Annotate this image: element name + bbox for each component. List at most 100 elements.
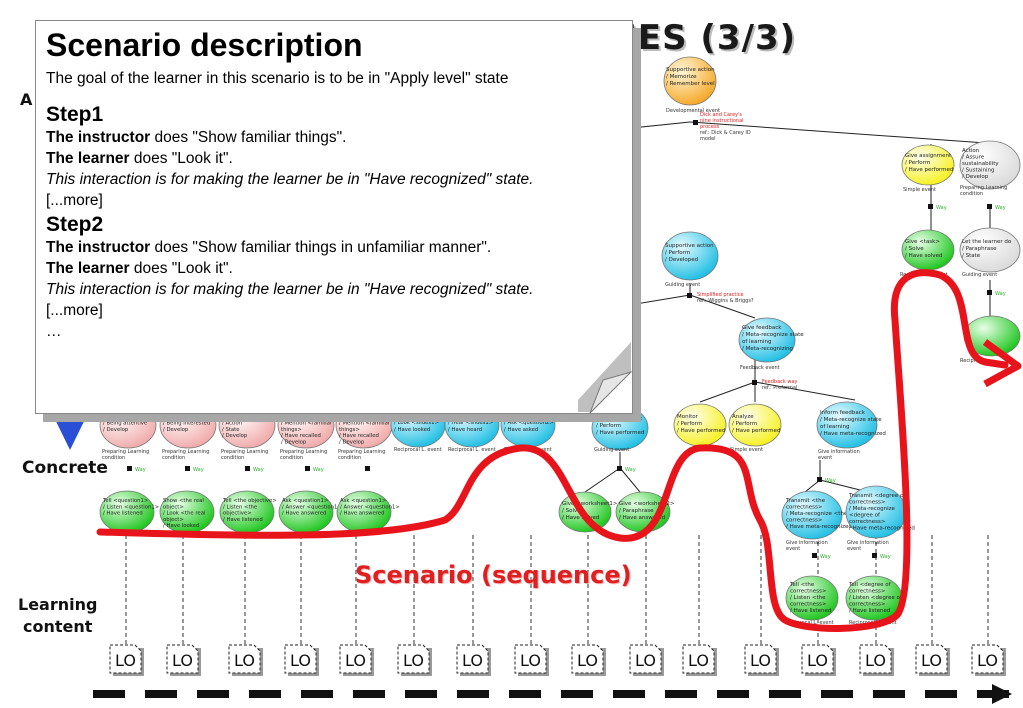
node-let-learner[interactable]: Let the learner do/ Paraphrase/ State Gu… (959, 227, 1021, 278)
svg-text:Way: Way (135, 467, 146, 473)
svg-text:Answer <question2>/ Ask <quest: Answer <question2>/ Ask <question2>/ Hav… (504, 413, 560, 433)
lo-box-14[interactable]: LO (859, 644, 894, 676)
svg-text:Show <slides1>/ Look <slides1>: Show <slides1>/ Look <slides1>/ Have loo… (394, 413, 439, 433)
simplified-practice-reference: Simplified practice ref.: Wiggins & Brig… (697, 292, 754, 304)
lo-box-11[interactable]: LO (682, 644, 717, 676)
svg-text:Supportive action/ Memorize/ R: Supportive action/ Memorize/ Remember le… (666, 67, 715, 87)
svg-text:Tell <the objective>/ Listen <: Tell <the objective>/ Listen <theobjecti… (222, 498, 277, 523)
lo-box-15[interactable]: LO (915, 644, 950, 676)
svg-text:Simple event: Simple event (903, 187, 936, 193)
scenario-arrowhead (982, 339, 1022, 388)
lo-box-5[interactable]: LO (339, 644, 374, 676)
node-give-assignment-mid[interactable]: Give assignment/ Perform/ Have performed… (591, 405, 649, 453)
svg-text:Way: Way (936, 205, 947, 211)
svg-text:Way: Way (820, 554, 831, 560)
step2-more-link[interactable]: [...more] (46, 302, 103, 319)
node-give-assignment-top[interactable]: Give assignment/ Perform/ Have performed… (901, 144, 955, 193)
svg-text:Reciprocal L. event: Reciprocal L. event (448, 447, 496, 453)
lo-box-7[interactable]: LO (456, 644, 491, 676)
svg-text:LO: LO (462, 651, 483, 670)
svg-text:LO: LO (520, 651, 541, 670)
svg-text:Tell <question1>/ Listen <ques: Tell <question1>/ Listen <question1>/ Ha… (102, 498, 159, 517)
svg-text:Reciprocal L. event: Reciprocal L. event (786, 620, 834, 626)
svg-text:LO: LO (807, 651, 828, 670)
svg-text:Feedback event: Feedback event (740, 365, 780, 371)
svg-text:Give assignment/ Perform/ Have: Give assignment/ Perform/ Have performed (905, 153, 953, 173)
node-supportive-memorize[interactable]: Supportive action/ Memorize/ Remember le… (663, 56, 720, 114)
lo-box-4[interactable]: LO (284, 644, 319, 676)
scenario-path (96, 269, 1009, 632)
lo-box-6[interactable]: LO (397, 644, 432, 676)
node-analyze[interactable]: Analyze/ Perform/ Have performed Simple … (728, 403, 782, 453)
lo-box-2[interactable]: LO (166, 644, 201, 676)
connector-lines (584, 121, 1001, 493)
abstract-label: A (20, 90, 33, 109)
node-worksheet1[interactable]: Give <worksheet1>/ Solve/ Have solved (558, 491, 618, 533)
svg-text:Way: Way (825, 478, 836, 484)
lo-box-12[interactable]: LO (744, 644, 779, 676)
svg-text:Developmental event: Developmental event (666, 108, 720, 114)
svg-text:Way: Way (880, 554, 891, 560)
svg-text:Feedback way: Feedback way (762, 379, 798, 385)
scenario-description-note[interactable]: Scenario description The goal of the lea… (35, 20, 633, 414)
svg-text:Ask <question1>/ Answer <quest: Ask <question1>/ Answer <question1>/ Hav… (282, 498, 342, 517)
concrete-label: Concrete (22, 458, 108, 478)
svg-text:Reciprocal L. event: Reciprocal L. event (394, 447, 442, 453)
node-green-1[interactable]: Tell <question1>/ Listen <question1>/ Ha… (99, 490, 159, 534)
green-node-row: Tell <question1>/ Listen <question1>/ Ha… (99, 490, 400, 534)
node-green-4[interactable]: Ask <question1>/ Answer <question1>/ Hav… (278, 490, 342, 534)
step1-more-link[interactable]: [...more] (46, 192, 103, 209)
svg-text:LO: LO (172, 651, 193, 670)
learning-content-label-line2: content (23, 617, 93, 636)
svg-text:LO: LO (290, 651, 311, 670)
lo-box-8[interactable]: LO (514, 644, 549, 676)
cyan-node-row: Show <slides1>/ Look <slides1>/ Have loo… (390, 402, 560, 453)
node-cyan-1[interactable]: Show <slides1>/ Look <slides1>/ Have loo… (390, 402, 446, 453)
node-right-green[interactable]: Reciprocal (960, 315, 1021, 364)
svg-text:Guiding event: Guiding event (594, 447, 629, 453)
step2-instructor: The instructor does "Show familiar thing… (46, 239, 492, 256)
svg-text:Ask <question1>/ Answer <quest: Ask <question1>/ Answer <question1>/ Hav… (340, 498, 400, 517)
step1-instructor: The instructor does "Show familiar thing… (46, 129, 347, 146)
svg-text:Explain <slides1>/ Hear <slide: Explain <slides1>/ Hear <slides1>/ Have … (448, 413, 496, 433)
timeline-arrowhead (992, 684, 1012, 704)
svg-text:LO: LO (115, 651, 136, 670)
svg-text:Guiding event: Guiding event (665, 282, 700, 288)
svg-text:Simplified practice: Simplified practice (697, 292, 744, 298)
node-supportive-perform[interactable]: Supportive action/ Perform/ Developed Gu… (661, 231, 719, 288)
svg-text:Give <worksheet1>/ Solve/ Have: Give <worksheet1>/ Solve/ Have solved (562, 501, 618, 521)
lo-box-13[interactable]: LO (801, 644, 836, 676)
lo-box-1[interactable]: LO (109, 644, 144, 676)
note-page-curl (578, 342, 632, 414)
lo-box-16[interactable]: LO (971, 644, 1006, 676)
lo-box-3[interactable]: LO (228, 644, 263, 676)
learning-content-label-line1: Learning (18, 595, 98, 614)
node-green-5[interactable]: Ask <question1>/ Answer <question1>/ Hav… (336, 490, 400, 534)
node-cyan-2[interactable]: Explain <slides1>/ Hear <slides1>/ Have … (444, 402, 500, 453)
learning-content-label: Learning content (18, 594, 97, 638)
lo-box-10[interactable]: LO (629, 644, 664, 676)
lo-box-9[interactable]: LO (571, 644, 606, 676)
note-content: Scenario description The goal of the lea… (46, 27, 631, 342)
